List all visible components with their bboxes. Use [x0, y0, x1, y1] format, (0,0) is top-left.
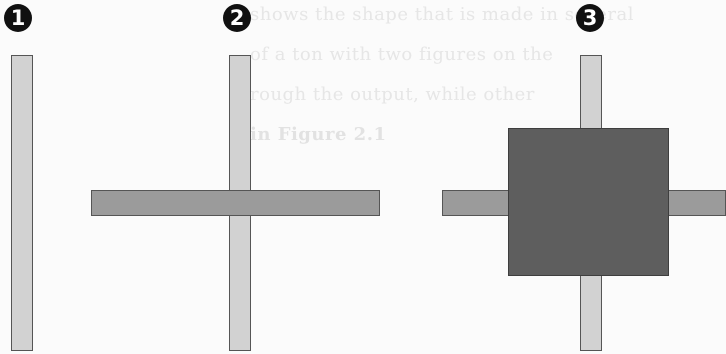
background-text-line-3: rough the output, while other: [250, 84, 535, 105]
step-2-marker: 2: [223, 4, 251, 32]
background-text-line-1: shows the shape that is made in several: [250, 4, 634, 25]
step-3-marker: 3: [576, 4, 604, 32]
step-3-square: [508, 128, 669, 276]
background-text-line-4: in Figure 2.1: [250, 124, 387, 145]
step-2-horizontal-bar: [91, 190, 380, 216]
step-1-vertical-bar: [11, 55, 33, 351]
background-text-line-2: of a ton with two figures on the: [250, 44, 554, 65]
step-1-marker: 1: [4, 4, 32, 32]
